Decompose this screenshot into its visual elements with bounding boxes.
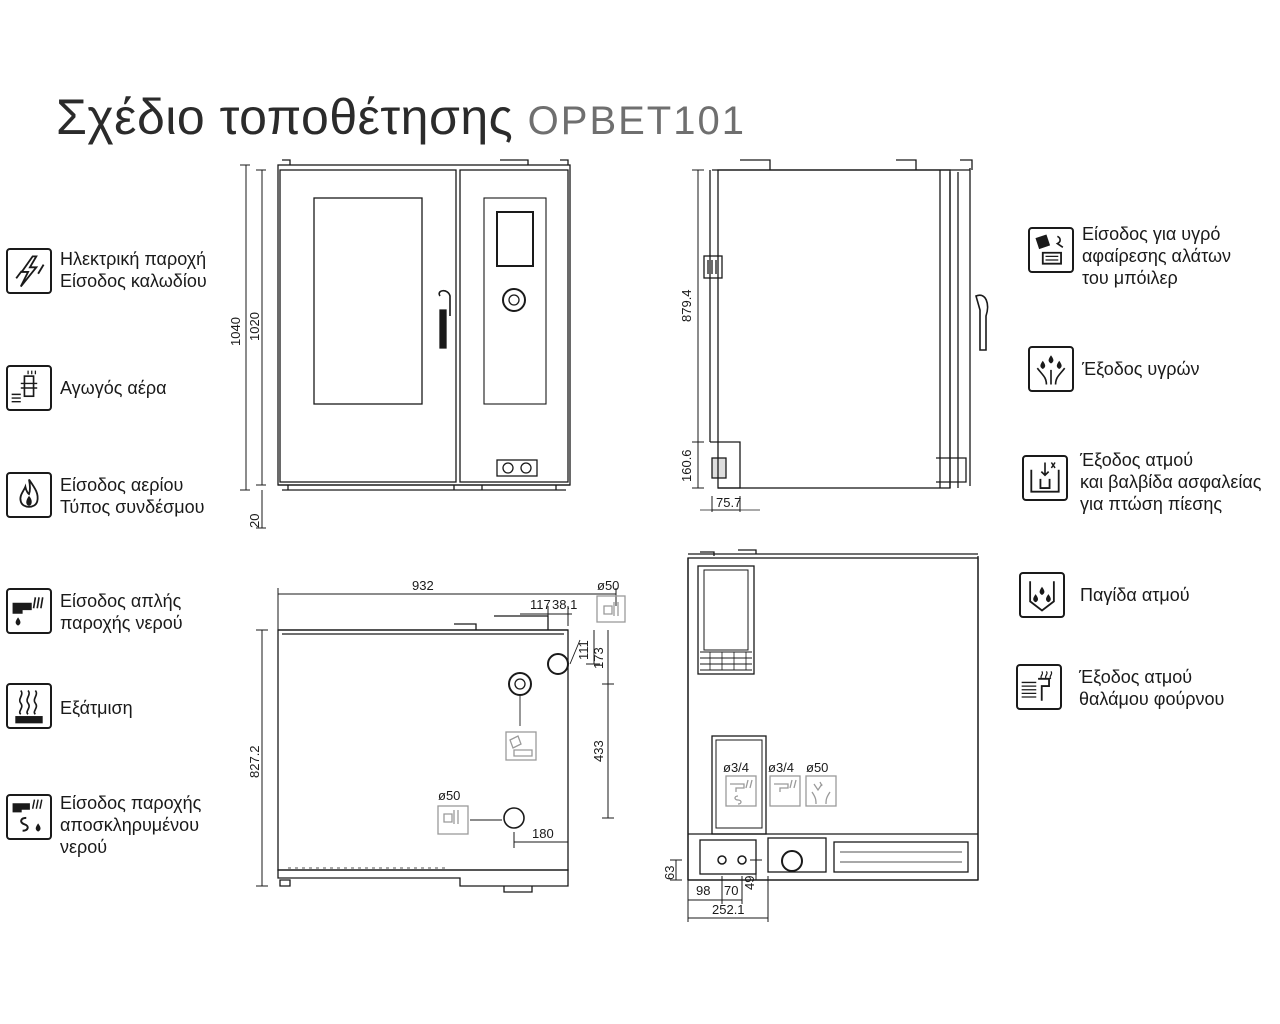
legend-line: και βαλβίδα ασφαλείας <box>1080 472 1262 492</box>
electric-supply-icon <box>6 248 52 294</box>
front-view <box>240 159 571 529</box>
legend-line: Έξοδος ατμού <box>1080 450 1194 470</box>
title-model: OPBET101 <box>527 99 746 143</box>
dim-top-d50-b: ø50 <box>438 788 460 803</box>
dim-back-d3-4-a: ø3/4 <box>723 760 749 775</box>
legend-line: του μπόιλερ <box>1082 268 1178 288</box>
dim-back-252-1: 252.1 <box>712 902 745 917</box>
dim-top-117: 117 <box>530 597 551 612</box>
legend-line: νερού <box>60 837 108 857</box>
legend-line: θαλάμου φούρνου <box>1079 689 1225 709</box>
page-title: Σχέδιο τοποθέτησης OPBET101 <box>56 88 746 146</box>
dim-front-height-total: 1040 <box>228 317 243 346</box>
liquid-outlet-icon <box>1028 346 1074 392</box>
dimension-labels: 1040 1020 20 879.4 160.6 75.7 932 827.2 … <box>228 289 828 917</box>
dim-back-63: 63 <box>662 866 677 880</box>
dim-back-d3-4-b: ø3/4 <box>768 760 794 775</box>
legend-line: Εξάτμιση <box>60 698 133 718</box>
legend-line: αφαίρεσης αλάτων <box>1082 246 1231 266</box>
liquid-outlet-icon <box>811 781 831 805</box>
dim-top-d50-a: ø50 <box>597 578 619 593</box>
dim-front-feet: 20 <box>247 514 262 528</box>
air-vent-icon <box>603 602 619 616</box>
legend-steam-trap: Παγίδα ατμού <box>1019 572 1190 618</box>
dim-side-height-lower: 160.6 <box>679 449 694 482</box>
legend-line: παροχής νερού <box>60 613 183 633</box>
legend-line: Αγωγός αέρα <box>60 378 167 398</box>
air-vent-icon <box>443 810 459 824</box>
legend-line: αποσκληρυμένου <box>60 815 200 835</box>
dim-back-70: 70 <box>724 883 738 898</box>
dim-top-173: 173 <box>591 647 606 669</box>
dim-top-width: 932 <box>412 578 434 593</box>
dim-back-98: 98 <box>696 883 710 898</box>
steam-valve-icon <box>1022 455 1068 501</box>
water-inlet-icon <box>774 779 797 792</box>
dim-front-height-body: 1020 <box>247 312 262 341</box>
softened-water-icon <box>730 779 753 805</box>
dim-back-49: 49 <box>742 876 757 890</box>
legend-line: Ηλεκτρική παροχή <box>60 249 207 269</box>
side-view <box>692 159 989 512</box>
title-main: Σχέδιο τοποθέτησης <box>56 89 514 145</box>
oven-steam-outlet-icon <box>1016 664 1062 710</box>
legend-line: Είσοδος αερίου <box>60 475 184 495</box>
connection-markers <box>443 602 831 824</box>
descaler-inlet-icon <box>1028 227 1074 273</box>
dim-top-180: 180 <box>532 826 554 841</box>
legend-exhaust: Εξάτμιση <box>6 683 133 729</box>
top-view <box>256 588 626 893</box>
legend-line: Έξοδος ατμού <box>1079 667 1193 687</box>
gas-inlet-icon <box>6 472 52 518</box>
legend-line: Παγίδα ατμού <box>1080 585 1190 605</box>
legend-line: Είσοδος καλωδίου <box>60 271 207 291</box>
softened-water-icon <box>6 794 52 840</box>
dim-side-height-connection: 879.4 <box>679 289 694 322</box>
dim-back-d50: ø50 <box>806 760 828 775</box>
dim-top-111: 111 <box>576 640 591 660</box>
dim-side-depth-offset: 75.7 <box>716 495 741 510</box>
legend-line: για πτώση πίεσης <box>1080 494 1223 514</box>
legend-line: Έξοδος υγρών <box>1082 359 1200 379</box>
dim-top-38-1: 38.1 <box>552 597 577 612</box>
legend-line: Είσοδος απλής <box>60 591 182 611</box>
legend-air-vent: Αγωγός αέρα <box>6 365 167 411</box>
legend-line: Τύπος συνδέσμου <box>60 497 205 517</box>
descaler-inlet-icon <box>509 735 533 757</box>
legend-line: Είσοδος παροχής <box>60 793 202 813</box>
air-vent-icon <box>6 365 52 411</box>
back-view <box>670 549 979 922</box>
legend-line: Είσοδος για υγρό <box>1082 224 1221 244</box>
dim-top-433: 433 <box>591 740 606 762</box>
water-inlet-icon <box>6 588 52 634</box>
steam-trap-icon <box>1019 572 1065 618</box>
dim-top-depth: 827.2 <box>247 745 262 778</box>
legend-liquid-outlet: Έξοδος υγρών <box>1028 346 1200 392</box>
exhaust-icon <box>6 683 52 729</box>
